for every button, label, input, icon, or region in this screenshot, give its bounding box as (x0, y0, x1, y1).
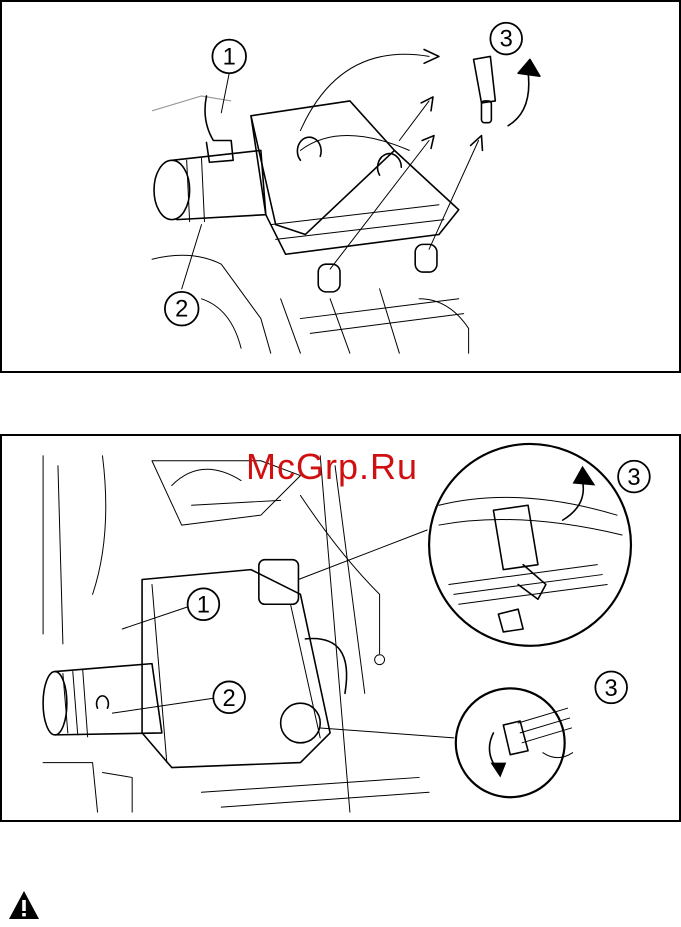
callout-3-upper: 3 (618, 461, 650, 493)
detail-view-clip-lower (456, 688, 573, 797)
callout-1: 1 (212, 40, 246, 74)
callout-3: 3 (490, 23, 522, 55)
svg-text:3: 3 (627, 464, 640, 491)
watermark-text: McGrp.Ru (246, 446, 418, 488)
bottom-figure-panel: 1 2 3 3 (0, 434, 681, 822)
top-air-cleaner-diagram: 1 2 3 (2, 2, 679, 371)
svg-text:1: 1 (197, 592, 210, 619)
svg-text:3: 3 (500, 27, 513, 53)
callout-2: 2 (165, 292, 199, 326)
svg-text:2: 2 (175, 297, 188, 323)
detail-view-clip-upper (429, 444, 631, 646)
svg-text:2: 2 (223, 685, 236, 712)
callout-2: 2 (213, 681, 245, 713)
warning-triangle-icon (8, 890, 40, 920)
bottom-air-cleaner-diagram: 1 2 3 3 (2, 436, 679, 820)
svg-text:1: 1 (223, 44, 236, 70)
top-figure-panel: 1 2 3 (0, 0, 681, 373)
callout-3-lower: 3 (595, 672, 627, 704)
svg-text:3: 3 (605, 675, 618, 702)
callout-1: 1 (188, 588, 220, 620)
